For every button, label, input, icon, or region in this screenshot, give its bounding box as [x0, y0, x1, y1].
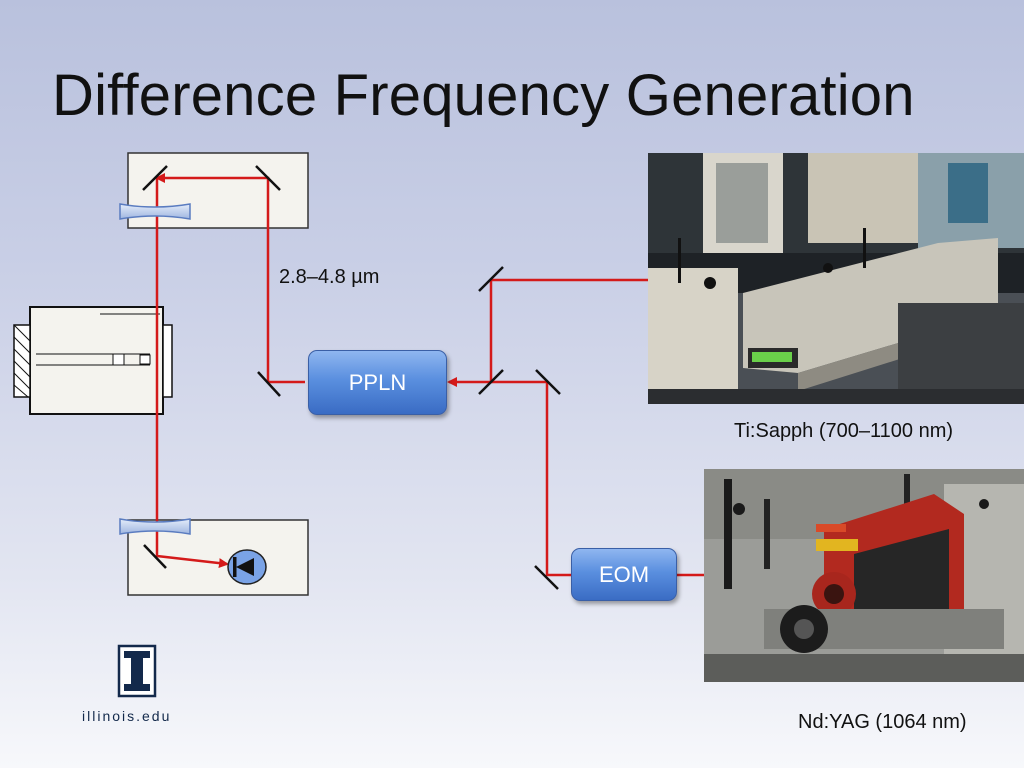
logo-text: illinois.edu — [82, 708, 171, 724]
tisapph-caption: Ti:Sapph (700–1100 nm) — [734, 420, 953, 443]
top-lens — [120, 204, 190, 219]
sample-cell-housing — [14, 307, 172, 414]
tisapph-laser-photo — [648, 153, 1024, 404]
photodiode-icon — [228, 550, 266, 584]
ppln-crystal: PPLN — [308, 350, 447, 415]
ndyag-caption: Nd:YAG (1064 nm) — [798, 711, 967, 734]
wavelength-label: 2.8–4.8 µm — [279, 266, 379, 289]
illinois-block-i-icon — [119, 646, 155, 696]
eom-modulator: EOM — [571, 548, 677, 601]
mid-ir-beam-path — [157, 178, 305, 564]
ndyag-laser-photo — [704, 469, 1024, 682]
bottom-lens — [120, 519, 190, 534]
